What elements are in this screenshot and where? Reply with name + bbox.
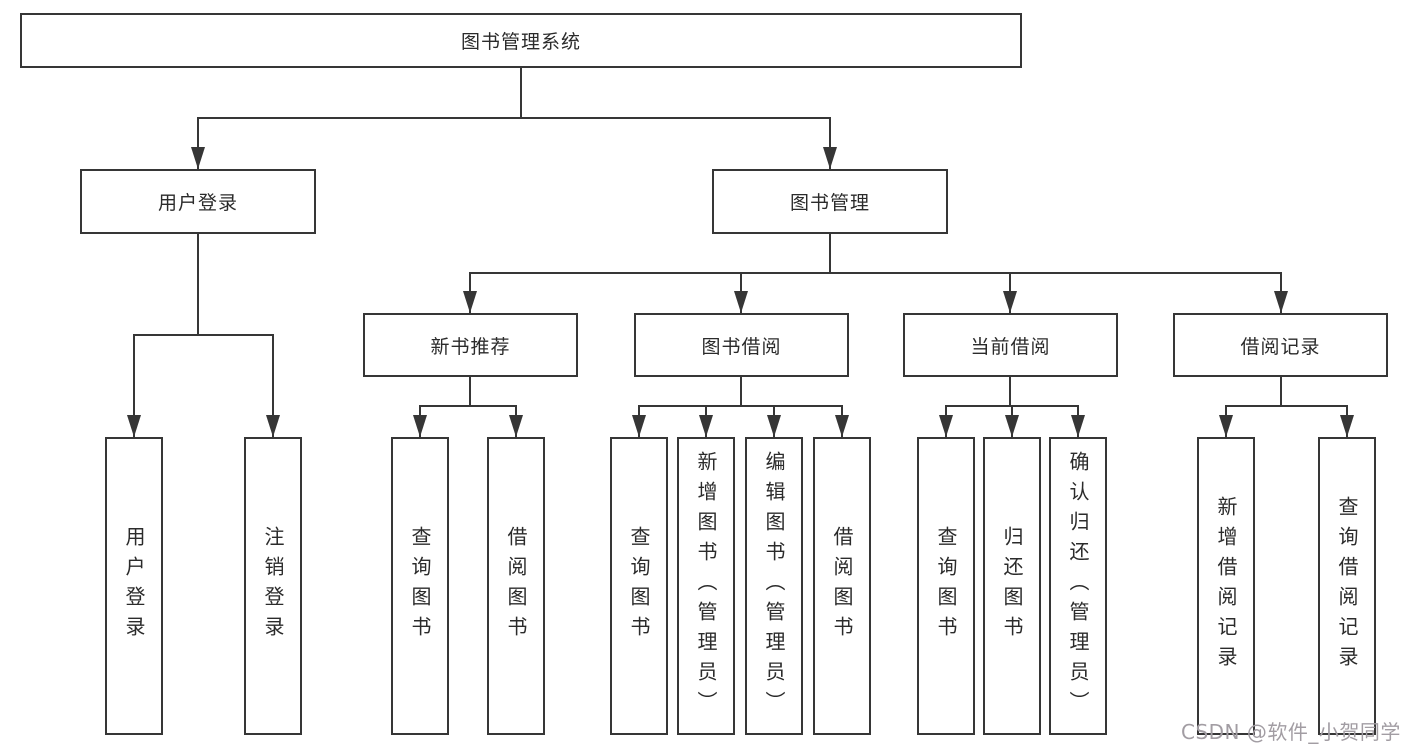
node-book-management: 图书管理 bbox=[712, 169, 948, 234]
arrow-down-icon bbox=[191, 147, 205, 169]
arrow-down-icon bbox=[767, 415, 781, 437]
leaf-borrow-books: 借阅图书 bbox=[813, 437, 871, 735]
arrow-down-icon bbox=[835, 415, 849, 437]
connector-line bbox=[133, 334, 274, 336]
leaf-query-books-current: 查询图书 bbox=[917, 437, 975, 735]
connector-line bbox=[829, 117, 831, 169]
node-current-borrowing: 当前借阅 bbox=[903, 313, 1118, 377]
arrow-down-icon bbox=[1003, 291, 1017, 313]
connector-line bbox=[829, 234, 831, 274]
connector-line bbox=[469, 272, 1282, 274]
connector-line bbox=[1225, 405, 1348, 407]
arrow-down-icon bbox=[1219, 415, 1233, 437]
connector-line bbox=[197, 117, 831, 119]
connector-line bbox=[638, 405, 843, 407]
leaf-query-books-borrow: 查询图书 bbox=[610, 437, 668, 735]
arrow-down-icon bbox=[1340, 415, 1354, 437]
node-new-book-recommendation: 新书推荐 bbox=[363, 313, 578, 377]
arrow-down-icon bbox=[509, 415, 523, 437]
connector-line bbox=[197, 117, 199, 169]
arrow-down-icon bbox=[699, 415, 713, 437]
node-book-borrowing: 图书借阅 bbox=[634, 313, 849, 377]
connector-line bbox=[419, 405, 517, 407]
arrow-down-icon bbox=[127, 415, 141, 437]
arrow-down-icon bbox=[266, 415, 280, 437]
connector-line bbox=[1009, 377, 1011, 406]
connector-line bbox=[469, 377, 471, 406]
arrow-down-icon bbox=[632, 415, 646, 437]
connector-line bbox=[272, 334, 274, 437]
connector-line bbox=[133, 334, 135, 437]
connector-line bbox=[520, 68, 522, 119]
leaf-edit-books-admin: 编辑图书（管理员） bbox=[745, 437, 803, 735]
node-user-login: 用户登录 bbox=[80, 169, 316, 234]
leaf-confirm-return-admin: 确认归还（管理员） bbox=[1049, 437, 1107, 735]
node-root: 图书管理系统 bbox=[20, 13, 1022, 68]
leaf-add-books-admin: 新增图书（管理员） bbox=[677, 437, 735, 735]
leaf-user-login: 用户登录 bbox=[105, 437, 163, 735]
leaf-logout: 注销登录 bbox=[244, 437, 302, 735]
node-borrowing-records: 借阅记录 bbox=[1173, 313, 1388, 377]
leaf-query-books-recommend: 查询图书 bbox=[391, 437, 449, 735]
connector-line bbox=[740, 377, 742, 406]
leaf-query-borrow-record: 查询借阅记录 bbox=[1318, 437, 1376, 735]
arrow-down-icon bbox=[734, 291, 748, 313]
leaf-add-borrow-record: 新增借阅记录 bbox=[1197, 437, 1255, 735]
connector-line bbox=[1280, 377, 1282, 406]
arrow-down-icon bbox=[413, 415, 427, 437]
csdn-watermark: CSDN @软件_小贺同学 bbox=[1181, 720, 1401, 744]
leaf-borrow-books-recommend: 借阅图书 bbox=[487, 437, 545, 735]
connector-line bbox=[197, 234, 199, 336]
arrow-down-icon bbox=[1005, 415, 1019, 437]
arrow-down-icon bbox=[1274, 291, 1288, 313]
arrow-down-icon bbox=[939, 415, 953, 437]
arrow-down-icon bbox=[823, 147, 837, 169]
arrow-down-icon bbox=[1071, 415, 1085, 437]
leaf-return-books: 归还图书 bbox=[983, 437, 1041, 735]
arrow-down-icon bbox=[463, 291, 477, 313]
